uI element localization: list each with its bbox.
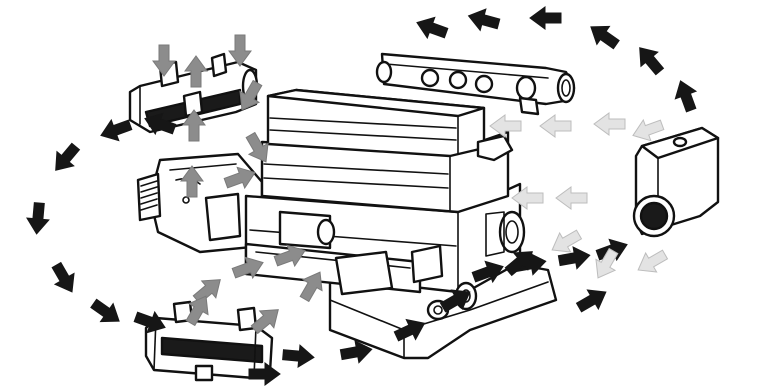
oil-cooler bbox=[146, 302, 272, 380]
flow-arrow-dark bbox=[670, 77, 701, 114]
raw-water-pump bbox=[634, 128, 718, 236]
flow-arrow-gray bbox=[229, 35, 251, 66]
flow-arrow-dark bbox=[47, 260, 82, 298]
flow-arrow-dark bbox=[530, 7, 561, 29]
flow-arrow-dark bbox=[631, 41, 668, 79]
flow-arrow-dark bbox=[282, 344, 315, 369]
flow-arrow-dark bbox=[97, 115, 134, 146]
flow-arrow-dark bbox=[574, 282, 612, 317]
flow-arrow-dark bbox=[413, 12, 450, 43]
flow-arrow-light bbox=[633, 245, 671, 280]
flow-arrow-dark bbox=[585, 18, 623, 54]
flow-arrow-light bbox=[556, 187, 587, 209]
flow-arrow-dark bbox=[26, 202, 51, 235]
flow-arrow-dark bbox=[466, 5, 502, 34]
flow-arrow-dark bbox=[87, 294, 125, 330]
engine-block bbox=[206, 90, 524, 319]
flow-arrow-light bbox=[594, 113, 625, 135]
flow-arrow-dark bbox=[47, 139, 84, 177]
flow-arrow-light bbox=[540, 115, 571, 137]
flow-arrow-light bbox=[490, 115, 521, 137]
